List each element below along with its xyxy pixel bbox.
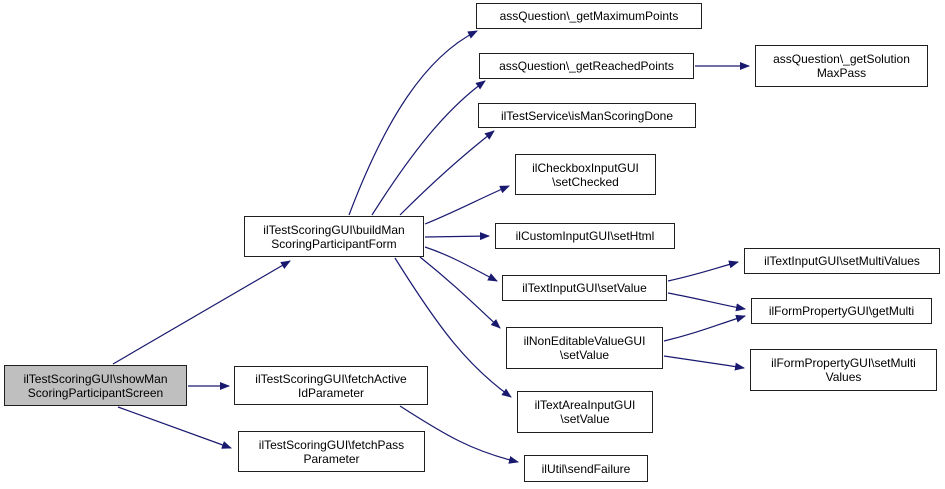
node-label-line: ilTextInputGUI\setMultiValues: [764, 254, 920, 268]
node-setHtml[interactable]: ilCustomInputGUI\setHtml: [495, 223, 675, 249]
node-label-line: \setChecked: [552, 174, 619, 189]
node-textAreaSetValue[interactable]: ilTextAreaInputGUI \setValue: [517, 391, 653, 433]
node-label-line: Parameter: [303, 451, 360, 466]
node-label-line: assQuestion\_getSolution: [773, 52, 910, 66]
node-label-line: ScoringParticipantScreen: [27, 385, 164, 400]
node-fetchPassParameter[interactable]: ilTestScoringGUI\fetchPass Parameter: [238, 431, 425, 472]
edge-textSetValue-setMultiValues: [667, 260, 739, 282]
node-textInputSetValue[interactable]: ilTextInputGUI\setValue: [502, 275, 667, 301]
node-label-line: ilCheckboxInputGUI: [532, 160, 639, 175]
node-label-line: \setValue: [560, 412, 610, 426]
node-sendFailure[interactable]: ilUtil\sendFailure: [524, 455, 648, 482]
node-label-line: ilTextInputGUI\setValue: [522, 281, 647, 295]
node-buildManScoringParticipantForm[interactable]: ilTestScoringGUI\buildMan ScoringPartici…: [244, 216, 424, 257]
edge-textSetValue-getMulti: [667, 292, 746, 312]
node-label-line: ilNonEditableValueGUI: [523, 334, 646, 348]
node-label-line: ilTestScoringGUI\showMan: [23, 371, 168, 386]
edge-buildMan-textSetValue: [424, 246, 498, 282]
node-formPropertySetMultiValues[interactable]: ilFormPropertyGUI\setMulti Values: [750, 349, 937, 391]
edge-buildMan-setHtml: [424, 232, 490, 241]
node-label-line: ilFormPropertyGUI\setMulti: [771, 356, 916, 370]
node-label-line: ScoringParticipantForm: [271, 236, 397, 251]
node-isManScoringDone[interactable]: ilTestService\isManScoringDone: [478, 103, 696, 128]
node-label-line: ilTextAreaInputGUI: [534, 398, 636, 412]
node-fetchActiveIdParameter[interactable]: ilTestScoringGUI\fetchActive IdParameter: [234, 366, 428, 405]
edge-nonEditableSetValue-formSetMultiValues: [663, 355, 745, 371]
node-getMaximumPoints[interactable]: assQuestion\_getMaximumPoints: [476, 3, 702, 29]
node-nonEditableValueSetValue[interactable]: ilNonEditableValueGUI \setValue: [506, 327, 663, 369]
edge-buildMan-getMaximumPoints: [348, 30, 478, 216]
node-setMultiValues[interactable]: ilTextInputGUI\setMultiValues: [744, 248, 940, 274]
edge-nonEditableSetValue-getMulti: [663, 314, 746, 342]
node-setChecked[interactable]: ilCheckboxInputGUI \setChecked: [515, 154, 656, 195]
node-label-line: ilTestScoringGUI\buildMan: [263, 222, 405, 237]
edge-buildMan-textAreaSetValue: [394, 257, 512, 398]
node-label-line: ilFormPropertyGUI\getMulti: [768, 304, 915, 318]
edge-buildMan-isManScoringDone: [399, 130, 495, 216]
node-label-line: \setValue: [559, 348, 610, 362]
node-label-line: assQuestion\_getMaximumPoints: [499, 9, 679, 23]
node-label-line: ilCustomInputGUI\setHtml: [515, 229, 655, 243]
node-getMulti[interactable]: ilFormPropertyGUI\getMulti: [751, 298, 932, 324]
edge-showMan-buildMan: [112, 260, 291, 365]
node-label-line: ilTestService\isManScoringDone: [500, 108, 674, 123]
node-label-line: ilTestScoringGUI\fetchActive: [255, 371, 407, 386]
edge-buildMan-nonEditableSetValue: [419, 256, 501, 329]
node-label-line: ilTestScoringGUI\fetchPass: [258, 437, 405, 452]
edge-showMan-fetchPass: [117, 406, 232, 449]
node-getReachedPoints[interactable]: assQuestion\_getReachedPoints: [479, 53, 694, 79]
node-label-line: Values: [825, 370, 862, 384]
node-showManScoringParticipantScreen: ilTestScoringGUI\showMan ScoringParticip…: [4, 365, 187, 406]
node-getSolutionMaxPass[interactable]: assQuestion\_getSolution MaxPass: [755, 45, 928, 87]
edge-buildMan-setChecked: [424, 185, 510, 225]
node-label-line: ilUtil\sendFailure: [541, 461, 631, 476]
node-label-line: IdParameter: [297, 385, 365, 400]
node-label-line: assQuestion\_getReachedPoints: [499, 59, 674, 73]
node-label-line: MaxPass: [816, 66, 867, 80]
edge-buildMan-getReachedPoints: [371, 80, 486, 216]
edge-fetchActiveId-sendFailure: [399, 405, 519, 464]
